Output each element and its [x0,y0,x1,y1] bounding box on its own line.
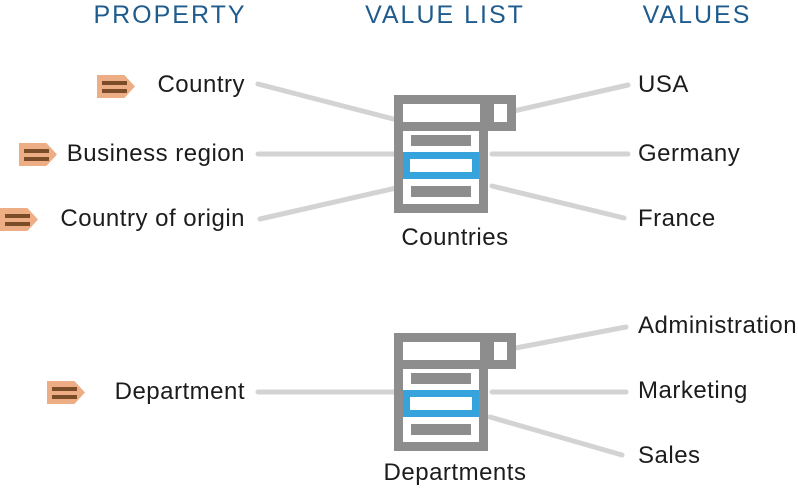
value-list-caption-departments: Departments [383,459,527,486]
connector-countryoforigin-to-countries [257,183,408,222]
value-label-administration: Administration [638,312,798,339]
connector-departments-to-administration [502,324,629,353]
value-label-sales: Sales [638,442,701,469]
value-label-france: France [638,205,716,232]
value-list-icon-body [394,369,488,451]
tag-stripe [5,213,30,218]
property-label-country: Country [157,71,245,98]
column-header-property: PROPERTY [93,1,247,29]
tag-stripe [52,386,77,391]
tag-stripe [102,80,127,85]
value-list-icon-header-field [403,342,480,360]
column-header-value-list: VALUE LIST [365,1,525,29]
value-list-icon-header [394,333,516,369]
value-list-icon-selected-row [403,152,479,179]
value-list-icon-header-button [494,342,507,360]
value-list-icon-row [411,186,471,197]
tag-icon [0,208,38,231]
tag-icon [47,381,85,404]
value-list-caption-countries: Countries [401,224,509,251]
property-label-country-of-origin: Country of origin [60,205,245,232]
value-list-icon-header [394,95,516,131]
value-list-icon-selected-row-bar [410,397,472,410]
value-list-icon-body [394,131,488,213]
property-label-business-region: Business region [66,140,245,167]
value-list-icon-row [411,373,471,384]
value-list-icon-header-field [403,104,480,122]
connector-countries-to-usa [502,82,631,116]
connector-countries-to-france [489,183,627,221]
connector-departments-to-sales [487,414,625,458]
tag-stripe [102,88,127,93]
tag-icon [19,143,57,166]
tag-stripe [5,221,30,226]
value-list-icon-selected-row [403,390,479,417]
value-label-marketing: Marketing [638,377,748,404]
value-list-icon-selected-row-bar [410,159,472,172]
value-label-germany: Germany [638,140,741,167]
value-list-icon-header-divider [480,104,494,122]
value-list-icon-header-button [494,104,507,122]
tag-stripe [52,394,77,399]
connector-country-to-countries [255,81,408,125]
value-label-usa: USA [638,71,689,98]
value-list-icon-header-divider [480,342,494,360]
property-label-department: Department [114,378,245,405]
value-list-icon [394,95,516,213]
tag-stripe [24,156,49,161]
column-header-values: VALUES [642,1,752,29]
value-list-icon-row [411,135,471,146]
value-list-icon [394,333,516,451]
tag-stripe [24,148,49,153]
tag-icon [97,75,135,98]
value-list-icon-row [411,424,471,435]
